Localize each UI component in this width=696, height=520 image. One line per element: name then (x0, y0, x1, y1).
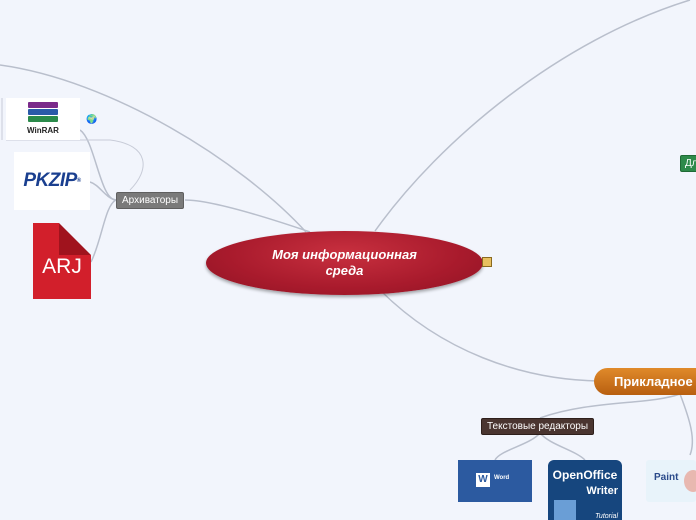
connector-applied-graphics (679, 393, 694, 456)
openoffice-writer-image[interactable]: OpenOffice Writer Tutorial (548, 460, 622, 520)
connector-applied-texteditors (539, 393, 681, 419)
arj-logo-text: ARJ (42, 255, 82, 278)
file-corner-icon (59, 223, 91, 255)
connector-to-archivers (184, 199, 311, 233)
tutorial-caption: Tutorial (595, 513, 618, 520)
winrar-caption: WinRAR (27, 126, 59, 135)
pkzip-image[interactable]: PKZIP® (14, 152, 90, 210)
word-caption: Word (494, 475, 510, 481)
openoffice-caption: OpenOffice (552, 468, 618, 482)
connector-texteditors-word (494, 432, 541, 461)
winrar-image[interactable]: WinRAR (6, 98, 80, 140)
connector-archivers-pkzip (89, 181, 117, 201)
partial-green-topic[interactable]: Дл (680, 155, 696, 172)
globe-icon[interactable]: 🌍 (86, 114, 98, 124)
pkzip-logo-text: PKZIP (23, 170, 77, 191)
applied-topic[interactable]: Прикладное (594, 368, 696, 395)
paint-caption: Paint (654, 472, 679, 483)
arj-file-image[interactable]: ARJ (33, 223, 91, 299)
connector-to-applied (379, 289, 601, 382)
connector-top-left (0, 64, 307, 233)
paint-character-icon (684, 470, 696, 492)
archivers-topic[interactable]: Архиваторы (116, 192, 185, 209)
winrar-logo-icon (28, 102, 58, 124)
word-image[interactable]: W Word (458, 460, 532, 502)
connector-top-right (374, 0, 691, 232)
connector-texteditors-oo (539, 432, 586, 461)
note-icon[interactable] (482, 257, 492, 267)
central-topic-text: Моя информационная среда (272, 247, 417, 278)
text-editors-topic[interactable]: Текстовые редакторы (481, 418, 595, 435)
writer-caption: Writer (586, 485, 618, 497)
frame-archivers-group (1, 98, 144, 191)
central-topic[interactable]: Моя информационная среда (206, 231, 483, 295)
connector-archivers-arj (90, 199, 117, 263)
word-w-icon: W (476, 473, 490, 487)
document-icon (554, 500, 576, 520)
paint-image[interactable]: Paint (646, 460, 696, 502)
